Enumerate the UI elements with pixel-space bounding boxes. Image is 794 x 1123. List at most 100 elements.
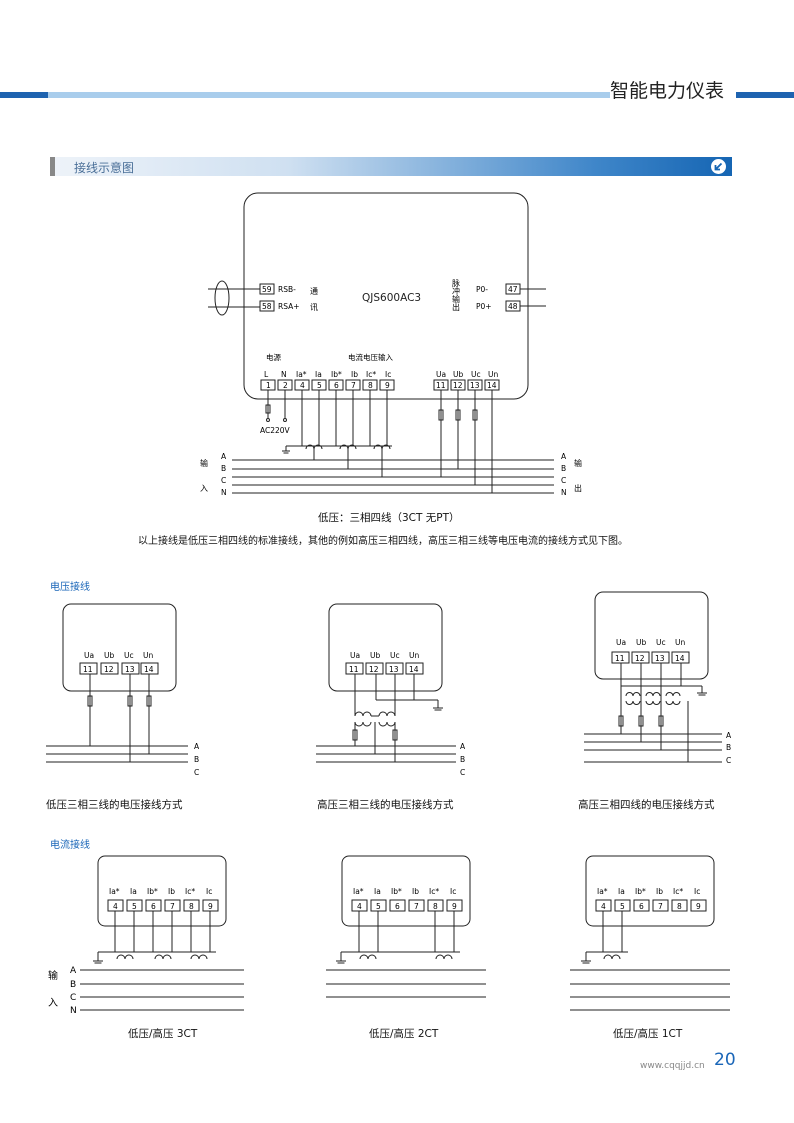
meter-model: QJS600AC3 [362,292,421,304]
c1-terminal-6: 6 [151,902,156,911]
page-number: 20 [714,1050,736,1070]
current-voltage-label: 电流电压输入 [348,352,393,362]
phase-c-out: C [561,476,566,485]
current-diagrams: Ia* Ia Ib* Ib Ic* Ic 4 5 6 7 8 9 A B C N… [48,855,730,1016]
v1-phase-b: B [194,755,199,764]
terminal-6: 6 [334,381,339,390]
voltage-caption-2: 高压三相三线的电压接线方式 [317,799,454,811]
terminal-1: 1 [266,381,271,390]
v2-terminal-12: 12 [369,665,379,674]
header-bar-right [736,92,794,98]
v1-label-un: Un [143,651,153,660]
input-label-1: 输 [200,458,208,468]
header-bar-light [48,92,610,98]
v3-terminal-12: 12 [635,654,645,663]
voltage-section-title: 电压接线 [50,582,90,593]
v2-label-uc: Uc [390,651,400,660]
label-rsb: RSB- [278,285,296,294]
v2-label-ub: Ub [370,651,380,660]
terminal-5: 5 [317,381,322,390]
v2-label-un: Un [409,651,419,660]
c1-terminal-9: 9 [208,902,213,911]
label-ia: Ia [315,370,322,379]
terminal-59: 59 [262,285,272,294]
c1-terminal-8: 8 [189,902,194,911]
pulse-label: 脉冲输出 [452,278,461,312]
c1-terminal-4: 4 [113,902,118,911]
voltage-caption-3: 高压三相四线的电压接线方式 [578,799,715,811]
terminal-2: 2 [283,381,288,390]
phase-b-out: B [561,464,566,473]
c3-terminal-8: 8 [677,902,682,911]
v1-terminal-14: 14 [144,665,154,674]
v3-label-uc: Uc [656,638,666,647]
comm-label-1: 通 [310,286,318,296]
c1-label-ia-star: Ia* [109,887,120,896]
c3-label-ia-star: Ia* [597,887,608,896]
terminal-8: 8 [368,381,373,390]
c3-terminal-4: 4 [601,902,606,911]
v3-phase-c: C [726,756,731,765]
power-label: 电源 [266,352,281,362]
v3-label-ua: Ua [616,638,626,647]
v3-terminal-13: 13 [655,654,665,663]
label-ia-star: Ia* [296,370,307,379]
c2-label-ib-star: Ib* [391,887,402,896]
phase-a-out: A [561,452,567,461]
header-title: 智能电力仪表 [609,80,724,102]
phase-c-in: C [221,476,226,485]
v2-terminal-14: 14 [409,665,419,674]
v3-phase-a: A [726,731,732,740]
c1-input-label-1: 输 [48,969,58,982]
terminal-13: 13 [470,381,480,390]
voltage-caption-1: 低压三相三线的电压接线方式 [46,799,183,811]
c1-phase-b: B [70,980,76,990]
v2-label-ua: Ua [350,651,360,660]
c1-label-ib: Ib [168,887,175,896]
c2-terminal-5: 5 [376,902,381,911]
c2-terminal-6: 6 [395,902,400,911]
v1-label-ub: Ub [104,651,114,660]
c2-terminal-7: 7 [414,902,419,911]
v1-phase-c: C [194,768,199,777]
phase-n-in: N [221,488,227,497]
terminal-11: 11 [436,381,446,390]
header-bar-dark [0,92,48,98]
v2-phase-b: B [460,755,465,764]
v1-terminal-11: 11 [83,665,93,674]
v1-label-uc: Uc [124,651,134,660]
c2-terminal-4: 4 [357,902,362,911]
c3-label-ic: Ic [694,887,700,896]
c1-label-ib-star: Ib* [147,887,158,896]
c2-label-ic-star: Ic* [429,887,439,896]
current-caption-2: 低压/高压 2CT [369,1028,439,1040]
c1-label-ia: Ia [130,887,137,896]
c1-phase-a: A [70,966,77,976]
terminal-47: 47 [508,285,518,294]
output-label-2: 出 [574,483,582,493]
c2-label-ia-star: Ia* [353,887,364,896]
label-ib-star: Ib* [331,370,342,379]
section-marker [50,157,55,176]
v2-terminal-13: 13 [389,665,399,674]
terminal-58: 58 [262,302,272,311]
label-p0-minus: P0- [476,285,488,294]
c2-label-ic: Ic [450,887,456,896]
c2-label-ib: Ib [412,887,419,896]
c3-label-ib: Ib [656,887,663,896]
label-rsa: RSA+ [278,302,300,311]
c1-terminal-7: 7 [170,902,175,911]
phase-b-in: B [221,464,226,473]
output-label-1: 输 [574,458,582,468]
terminal-14: 14 [487,381,497,390]
c2-terminal-8: 8 [433,902,438,911]
v2-phase-a: A [460,742,466,751]
c1-label-ic-star: Ic* [185,887,195,896]
terminal-9: 9 [385,381,390,390]
label-uc: Uc [471,370,481,379]
comm-label-2: 讯 [310,303,318,312]
wiring-note: 以上接线是低压三相四线的标准接线，其他的例如高压三相四线，高压三相三线等电压电流… [138,536,628,547]
c3-terminal-7: 7 [658,902,663,911]
v1-phase-a: A [194,742,200,751]
c1-terminal-5: 5 [132,902,137,911]
